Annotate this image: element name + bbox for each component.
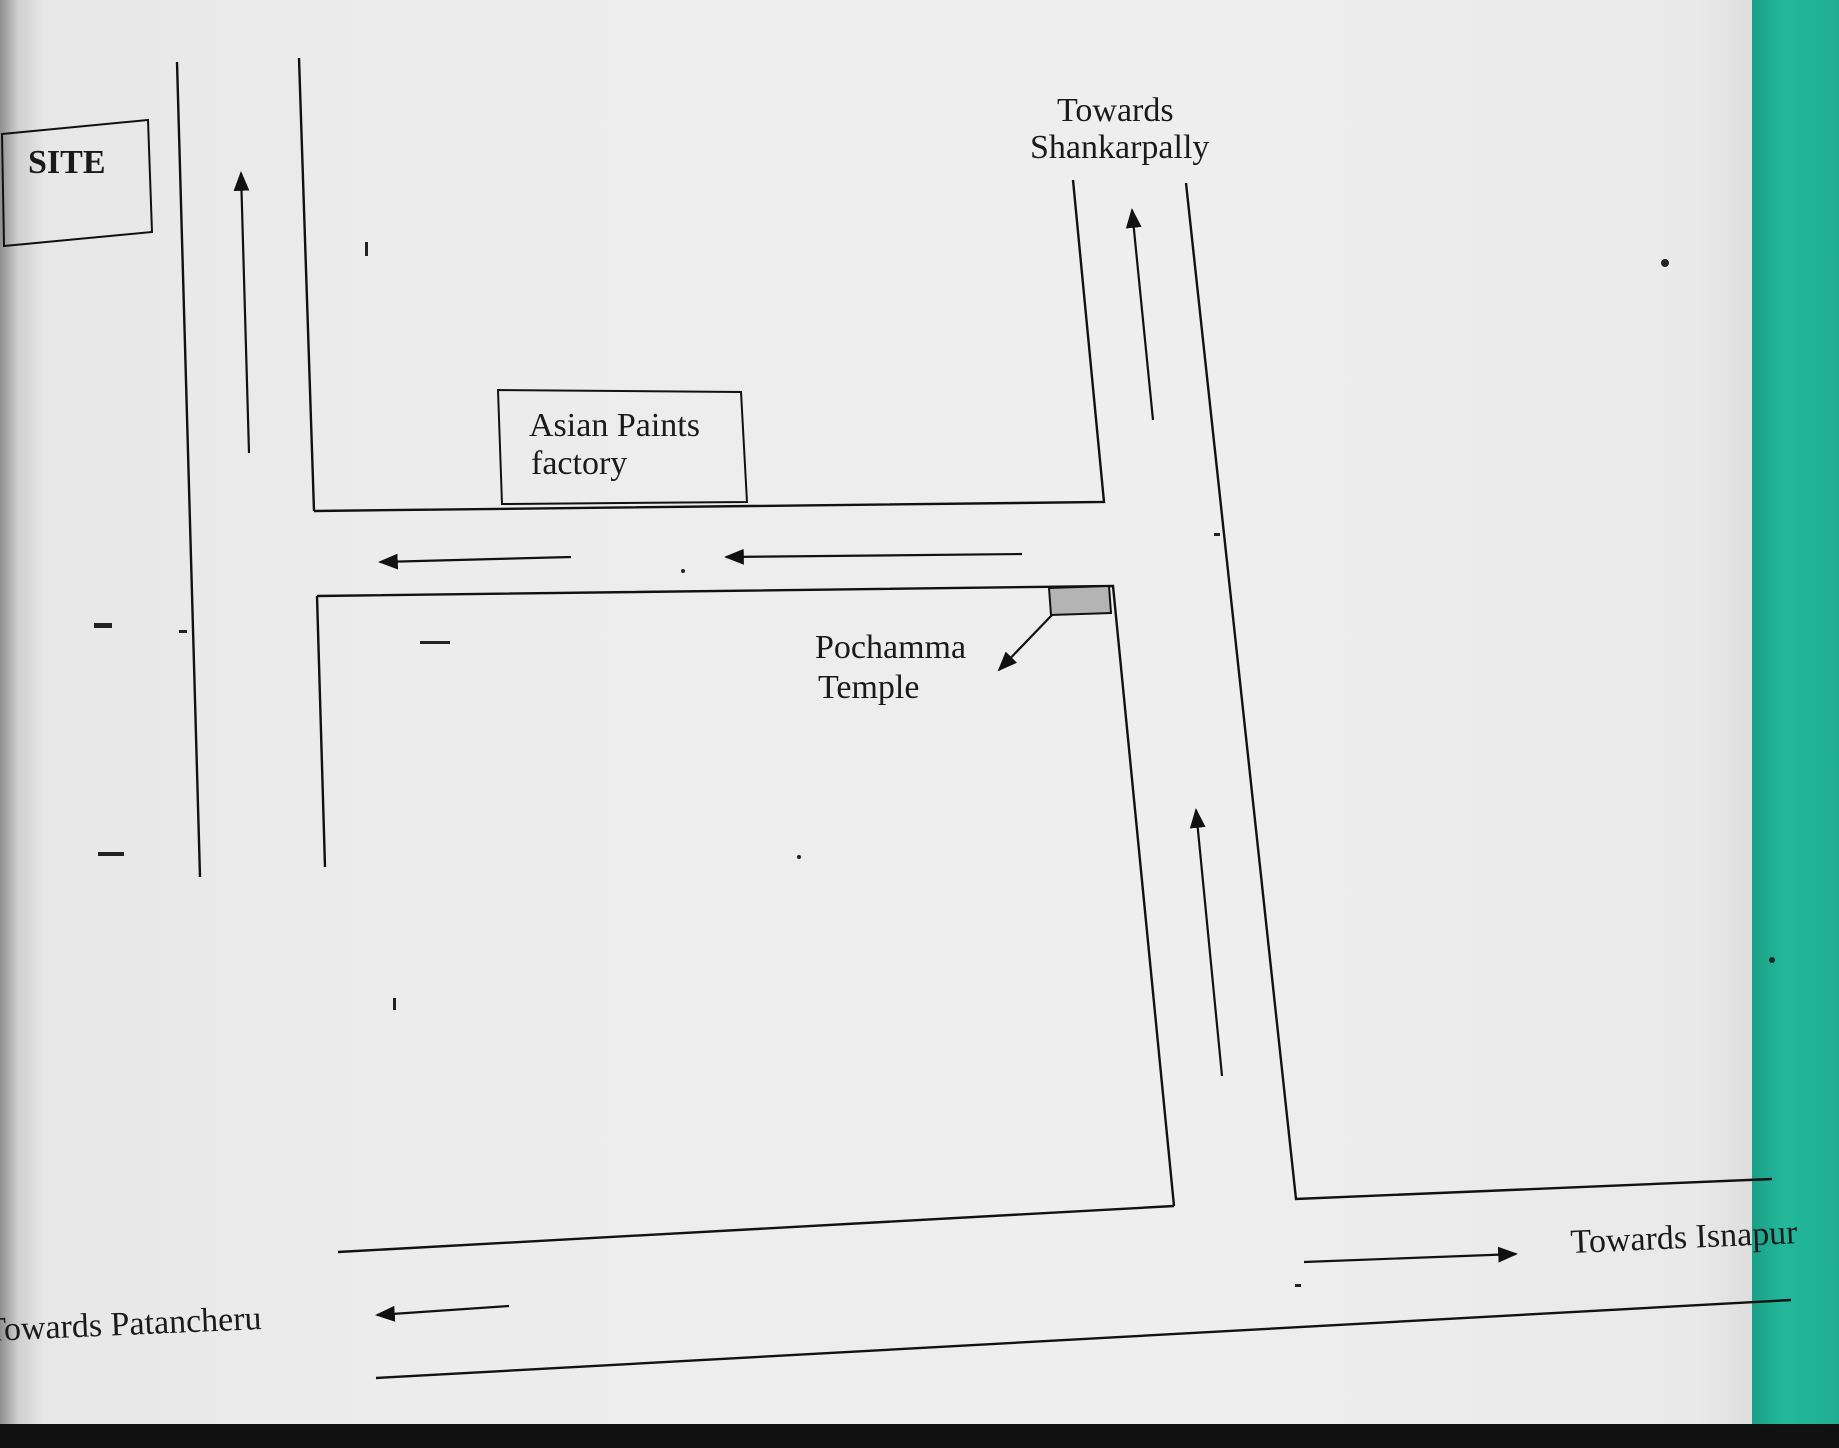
print-specks [94, 242, 1775, 1287]
bottom-road-top-edge-left [337, 1204, 1175, 1254]
middle-road-top-edge [313, 179, 1106, 513]
site-label: SITE [28, 144, 106, 181]
middle-road-bottom-edge [316, 584, 1176, 1207]
asian-paints-label-line1: Asian Paints [529, 407, 700, 444]
left-road-direction-arrow [233, 171, 251, 454]
temple-pointer-arrow [997, 614, 1053, 672]
right-road-upper-arrow [1125, 208, 1155, 421]
left-road-outer-edge [175, 61, 202, 878]
towards-patancheru-label: Towards Patancheru [0, 1300, 262, 1349]
towards-shankarpally-label-line2: Shankarpally [1030, 129, 1209, 166]
bottom-road-arrow-right [1303, 1246, 1518, 1264]
bottom-road-arrow-left [375, 1304, 510, 1322]
asian-paints-factory-box: Asian Paints factory [496, 388, 749, 506]
right-road-lower-arrow [1189, 808, 1224, 1077]
middle-road-arrow-left [378, 553, 572, 570]
pochamma-temple: Pochamma Temple [815, 584, 1113, 706]
right-road-outer-edge [1184, 182, 1773, 1201]
towards-isnapur-label: Towards Isnapur [1570, 1214, 1799, 1261]
pochamma-label-line1: Pochamma [815, 629, 966, 666]
towards-shankarpally-label-line1: Towards [1057, 92, 1174, 129]
pochamma-label-line2: Temple [818, 669, 919, 706]
asian-paints-label-line2: factory [531, 445, 627, 482]
dark-bottom-band [0, 1424, 1839, 1448]
middle-road-arrow-right [724, 548, 1023, 565]
left-road-inner-edge-upper [297, 57, 316, 512]
site-box: SITE [0, 118, 154, 248]
temple-marker [1047, 584, 1113, 617]
left-road-inner-edge-lower [315, 595, 327, 868]
teal-background-edge [1752, 0, 1839, 1428]
bottom-road-bottom-edge [375, 1298, 1792, 1380]
